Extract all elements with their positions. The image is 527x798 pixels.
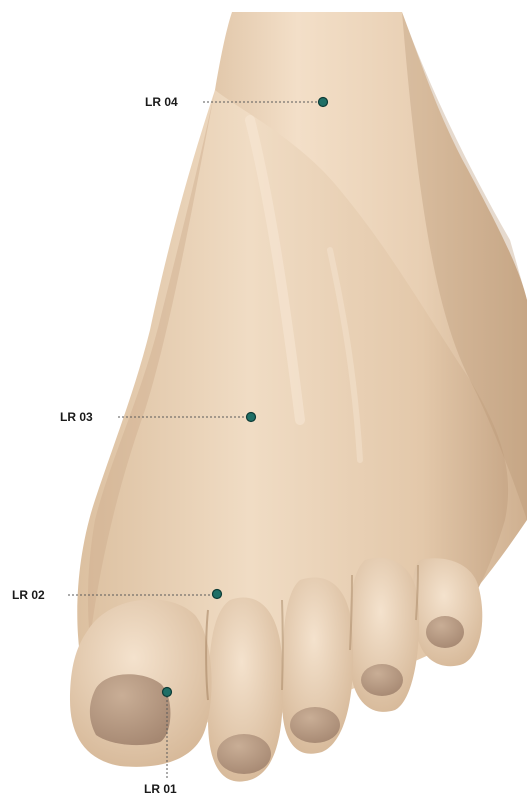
toe-crease <box>282 600 283 690</box>
toenail <box>426 616 464 648</box>
point-lr02-marker[interactable] <box>213 590 222 599</box>
fourth-toe <box>349 558 419 712</box>
point-lr03-label: LR 03 <box>60 410 93 424</box>
toenail <box>90 674 171 745</box>
toenail <box>290 707 340 743</box>
toenail <box>217 734 271 774</box>
second-toe <box>208 598 283 782</box>
point-lr02-label: LR 02 <box>12 588 45 602</box>
third-toe <box>282 577 353 753</box>
point-lr01-label: LR 01 <box>144 782 177 796</box>
point-lr04-marker[interactable] <box>319 98 328 107</box>
little-toe <box>413 558 483 666</box>
toenail <box>361 664 403 696</box>
point-lr04-label: LR 04 <box>145 95 178 109</box>
point-lr01-marker[interactable] <box>163 688 172 697</box>
point-lr03-marker[interactable] <box>247 413 256 422</box>
